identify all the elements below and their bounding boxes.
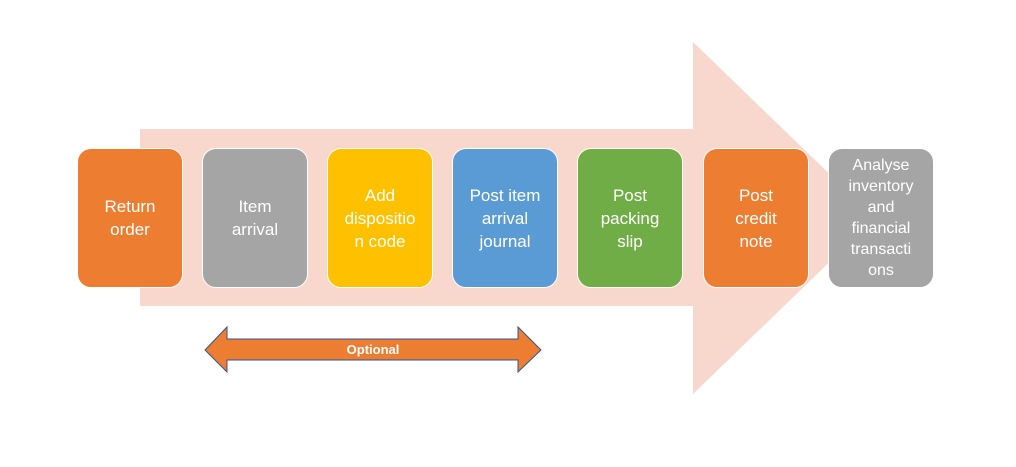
step-add-disposition-code[interactable]: Add dispositio n code bbox=[327, 148, 433, 288]
step-return-order[interactable]: Return order bbox=[77, 148, 183, 288]
step-label: Analyse inventory and financial transact… bbox=[848, 157, 914, 279]
optional-arrow-shape bbox=[204, 325, 542, 374]
optional-label: Optional bbox=[346, 342, 400, 357]
step-post-credit-note[interactable]: Post credit note bbox=[703, 148, 809, 288]
step-label: Post packing slip bbox=[600, 185, 660, 251]
step-label: Post credit note bbox=[735, 185, 777, 251]
step-label: Item arrival bbox=[231, 197, 279, 239]
step-post-item-arrival-journal[interactable]: Post item arrival journal bbox=[452, 148, 558, 288]
step-label: Return order bbox=[104, 197, 156, 239]
step-label: Post item arrival journal bbox=[469, 185, 541, 251]
step-post-packing-slip[interactable]: Post packing slip bbox=[577, 148, 683, 288]
step-item-arrival[interactable]: Item arrival bbox=[202, 148, 308, 288]
step-label: Add dispositio n code bbox=[344, 185, 416, 251]
step-analyse-transactions[interactable]: Analyse inventory and financial transact… bbox=[828, 148, 934, 288]
